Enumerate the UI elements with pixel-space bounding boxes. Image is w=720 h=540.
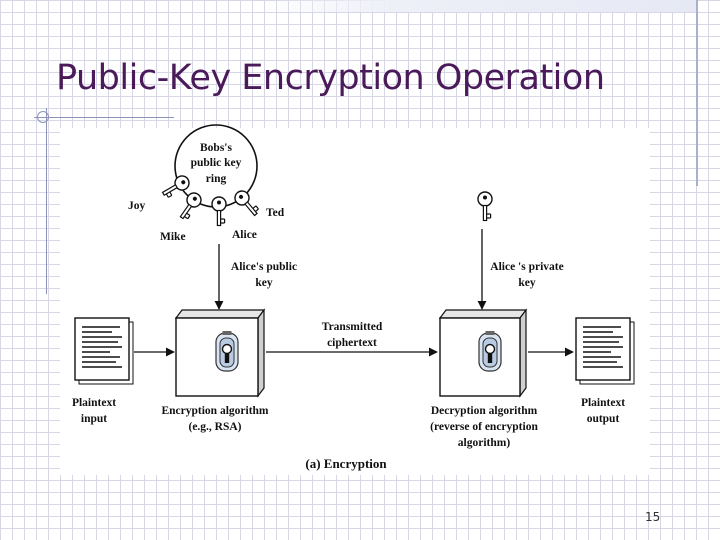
left-vertical-rule [46,108,47,294]
plaintext-output-label-line-1: Plaintext [581,397,625,409]
public-key-label-line-1: Alice's public [231,261,297,273]
decryption-label-line-3: algorithm) [458,437,511,449]
plaintext-input-document [74,317,134,385]
ted-key-icon [231,187,262,220]
key-ring-label-line-2: public key [191,157,242,169]
key-holder-mike: Mike [160,231,186,243]
decryption-label-line-1: Decryption algorithm [431,405,538,417]
decryption-algorithm-box [438,308,528,398]
transmitted-label-line-1: Transmitted [322,321,383,333]
diagram-caption: (a) Encryption [305,456,387,471]
private-key-label-line-1: Alice 's private [490,261,563,273]
plaintext-output-label-line-2: output [587,413,620,425]
private-key-label-line-2: key [518,277,536,289]
public-key-ring: Bobs's public key ring Joy Mike Alice Te… [128,124,285,243]
key-holder-joy: Joy [128,200,146,212]
decryption-label-line-2: (reverse of encryption [430,421,538,433]
plaintext-input-label-line-1: Plaintext [72,397,116,409]
slide-title: Public-Key Encryption Operation [56,58,605,98]
encryption-label-line-1: Encryption algorithm [161,405,268,417]
right-decor-rule [696,0,698,186]
key-holder-alice: Alice [232,229,257,241]
key-ring-label-line-3: ring [206,173,227,185]
key-holder-ted: Ted [266,207,285,219]
top-decor-band [262,0,698,12]
alice-private-key-icon [477,191,493,222]
mike-key-icon [175,189,205,223]
key-ring-label-line-1: Bobs's [200,142,232,154]
page-number: 15 [645,510,661,524]
diagram-panel [60,128,650,475]
encryption-lock-icon [215,330,239,372]
transmitted-label-line-2: ciphertext [327,337,377,349]
rule-ornament-circle [37,111,49,123]
public-key-label-line-2: key [255,277,273,289]
title-underline-rule [34,117,174,118]
plaintext-input-label-line-2: input [81,413,107,425]
plaintext-output-document [575,317,635,385]
decryption-lock-icon [478,330,502,372]
encryption-label-line-2: (e.g., RSA) [188,421,241,433]
alice-public-key-icon [211,196,227,227]
encryption-algorithm-box [174,308,266,398]
